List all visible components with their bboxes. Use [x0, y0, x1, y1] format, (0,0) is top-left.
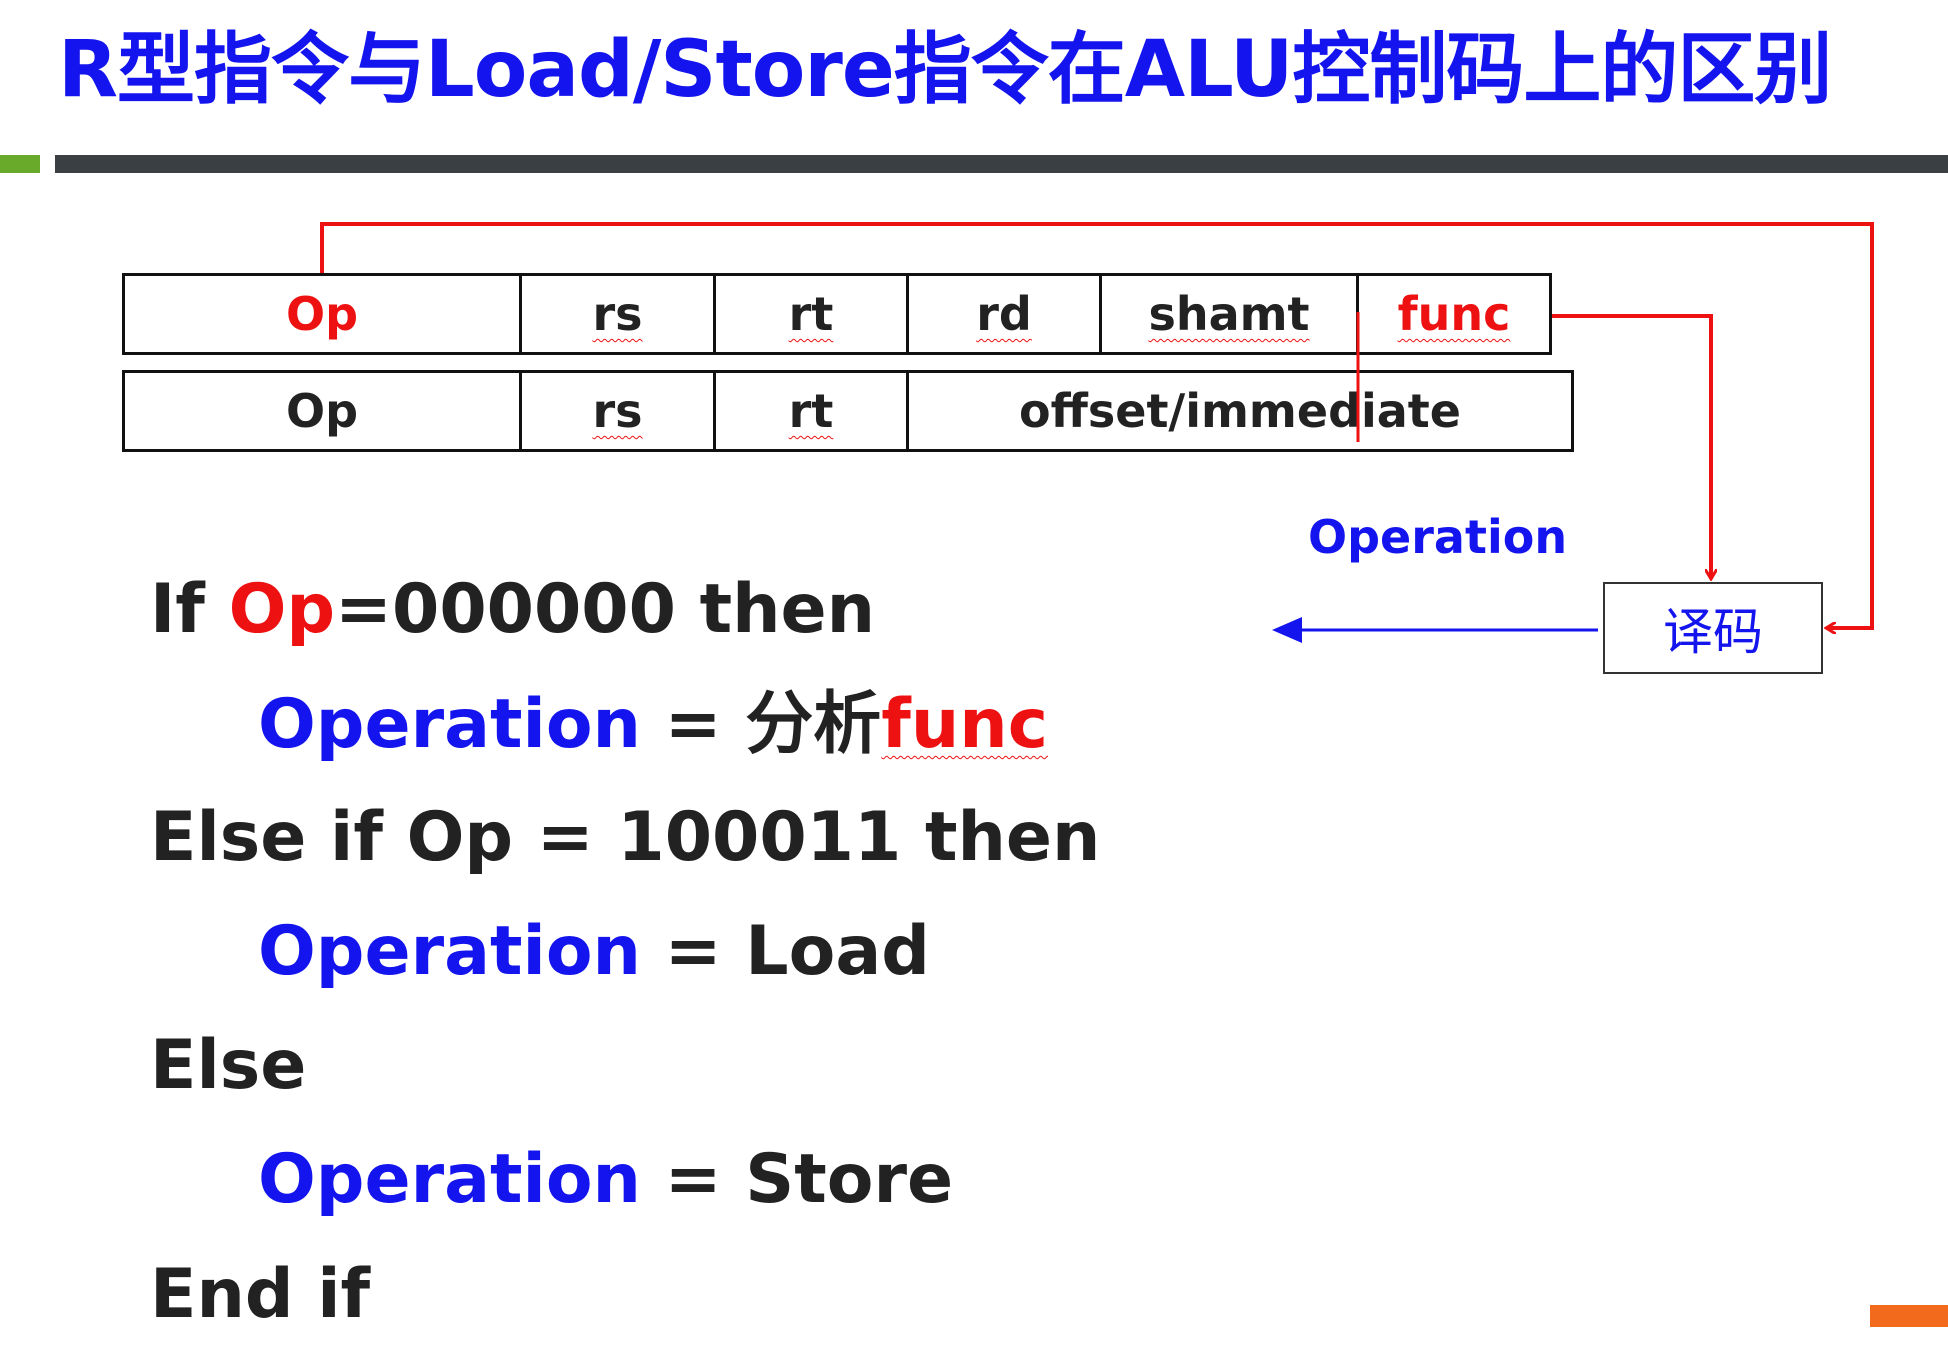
- r-field-rs: rs: [522, 276, 716, 352]
- i-field-rs: rs: [522, 373, 716, 449]
- decoder-box: 译码: [1603, 582, 1823, 674]
- code-line-operation-load: Operation = Load: [258, 912, 930, 991]
- corner-accent: [1870, 1305, 1948, 1327]
- code-line-if: If Op=000000 then: [150, 570, 876, 649]
- i-format-row: Op rs rt offset/immediate: [122, 370, 1574, 452]
- r-format-row: Op rs rt rd shamt func: [122, 273, 1552, 355]
- i-field-offset-immediate: offset/immediate: [1019, 384, 1461, 438]
- code-line-else-if: Else if Op = 100011 then: [150, 798, 1101, 877]
- func-to-decoder-line: [1552, 314, 1711, 579]
- r-field-op: Op: [125, 276, 522, 352]
- r-field-rd: rd: [909, 276, 1102, 352]
- code-line-operation-func: Operation = 分析func: [258, 685, 1049, 764]
- r-field-rt: rt: [716, 276, 909, 352]
- code-line-end-if: End if: [150, 1255, 371, 1334]
- slide-title: R型指令与Load/Store指令在ALU控制码上的区别: [58, 25, 1832, 115]
- i-field-rt: rt: [716, 373, 909, 449]
- code-line-else: Else: [150, 1026, 307, 1105]
- operation-output-arrowhead: [1272, 617, 1302, 643]
- title-divider-bar: [55, 155, 1948, 173]
- operation-label: Operation: [1308, 510, 1568, 564]
- r-field-func: func: [1397, 287, 1511, 341]
- r-field-shamt: shamt: [1102, 276, 1359, 352]
- code-line-operation-store: Operation = Store: [258, 1140, 954, 1219]
- i-field-op: Op: [125, 373, 522, 449]
- title-divider-accent: [0, 155, 40, 173]
